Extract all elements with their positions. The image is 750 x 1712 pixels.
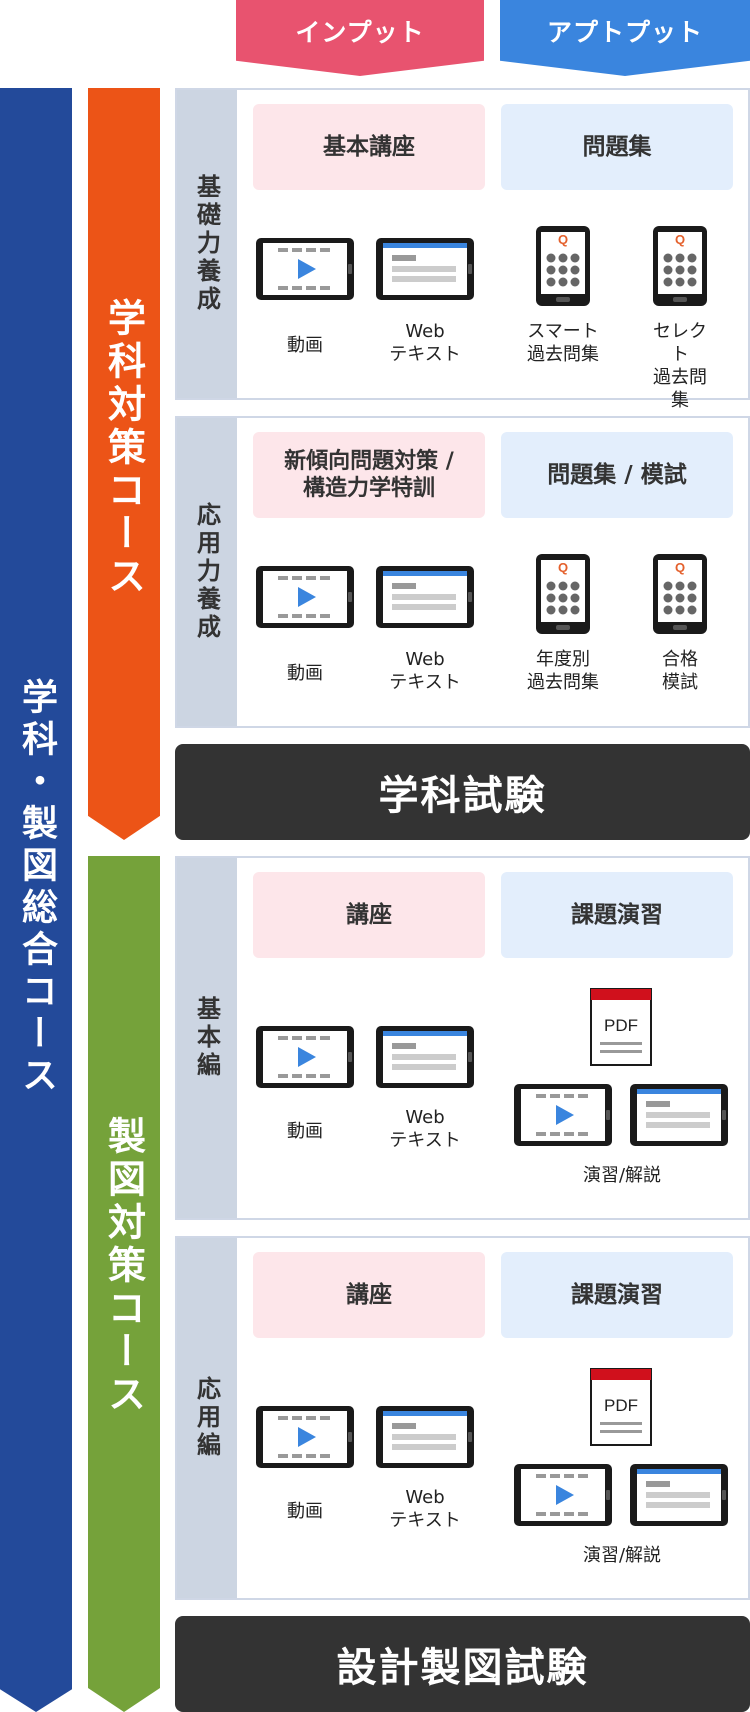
video-icon (514, 1464, 612, 1526)
section-ouyou: 応用力養成 新傾向問題対策 / 構造力学特訓 問題集 / 模試 Q Q 動画 W… (175, 416, 750, 728)
caption-web-text: Web テキスト (389, 1487, 461, 1531)
caption-select-kakomon: セレクト 過去問集 (653, 321, 707, 411)
input-box-label: 新傾向問題対策 / 構造力学特訓 (253, 432, 485, 518)
caption-enshu-kaisetsu: 演習/解説 (582, 1165, 662, 1186)
video-icon (256, 238, 354, 300)
section-side-label: 基本編 (177, 858, 237, 1218)
section-kihon: 基本編 講座 課題演習 PDF 動画 Web テキスト 演習/解説 (175, 856, 750, 1220)
input-column-header: インプット (236, 0, 484, 76)
web-text-icon (376, 1406, 474, 1468)
web-text-icon (376, 1026, 474, 1088)
section-side-label: 応用力養成 (177, 418, 237, 726)
output-column-header: アプトプット (500, 0, 750, 76)
gakka-course-label: 学科対策コース (101, 298, 146, 599)
gakka-exam-banner: 学科試験 (175, 744, 750, 840)
caption-smart-kakomon: スマート 過去問集 (527, 321, 599, 365)
web-text-icon (630, 1084, 728, 1146)
overall-course-label: 学科・製図総合コース (16, 678, 57, 1098)
video-icon (514, 1084, 612, 1146)
output-box-label: 問題集 / 模試 (501, 432, 733, 518)
section-side-label: 応用編 (177, 1238, 237, 1598)
video-icon (256, 1026, 354, 1088)
smartphone-q-icon: Q (536, 554, 590, 634)
smartphone-q-icon: Q (536, 226, 590, 306)
seizu-course-bar: 製図対策コース (88, 856, 160, 1712)
video-icon (256, 1406, 354, 1468)
output-header-label: アプトプット (546, 18, 703, 47)
seizu-exam-banner: 設計製図試験 (175, 1616, 750, 1712)
output-box-label: 課題演習 (501, 1252, 733, 1338)
seizu-exam-label: 設計製図試験 (336, 1645, 589, 1691)
section-side-label: 基礎力養成 (177, 90, 237, 398)
svg-text:Q: Q (558, 560, 568, 575)
video-icon (256, 566, 354, 628)
caption-web-text: Web テキスト (389, 1107, 461, 1151)
caption-web-text: Web テキスト (389, 321, 461, 365)
overall-course-bar: 学科・製図総合コース (0, 88, 72, 1712)
web-text-icon (630, 1464, 728, 1526)
caption-video: 動画 (287, 1121, 323, 1142)
svg-text:PDF: PDF (604, 1016, 638, 1035)
svg-text:Q: Q (558, 232, 568, 247)
svg-text:Q: Q (675, 560, 685, 575)
caption-web-text: Web テキスト (389, 649, 461, 693)
section-ouyouhen: 応用編 講座 課題演習 PDF 動画 Web テキスト 演習/解説 (175, 1236, 750, 1600)
pdf-document-icon: PDF (590, 988, 652, 1066)
output-box-label: 課題演習 (501, 872, 733, 958)
input-box-label: 講座 (253, 872, 485, 958)
caption-nendobetsu-kakomon: 年度別 過去問集 (527, 649, 599, 693)
svg-text:Q: Q (675, 232, 685, 247)
section-kiso: 基礎力養成 基本講座 問題集 Q Q 動画 Web テキスト スマート 過去問集… (175, 88, 750, 411)
caption-goukaku-moshi: 合格 模試 (662, 649, 698, 693)
output-box-label: 問題集 (501, 104, 733, 190)
seizu-course-label: 製図対策コース (101, 1116, 146, 1417)
svg-text:PDF: PDF (604, 1396, 638, 1415)
pdf-document-icon: PDF (590, 1368, 652, 1446)
caption-video: 動画 (287, 663, 323, 684)
caption-video: 動画 (287, 1501, 323, 1522)
smartphone-q-icon: Q (653, 554, 707, 634)
input-header-label: インプット (295, 18, 425, 47)
web-text-icon (376, 566, 474, 628)
caption-video: 動画 (287, 335, 323, 356)
gakka-exam-label: 学科試験 (378, 773, 547, 819)
smartphone-q-icon: Q (653, 226, 707, 306)
gakka-course-bar: 学科対策コース (88, 88, 160, 840)
web-text-icon (376, 238, 474, 300)
input-box-label: 基本講座 (253, 104, 485, 190)
caption-enshu-kaisetsu: 演習/解説 (582, 1545, 662, 1566)
input-box-label: 講座 (253, 1252, 485, 1338)
